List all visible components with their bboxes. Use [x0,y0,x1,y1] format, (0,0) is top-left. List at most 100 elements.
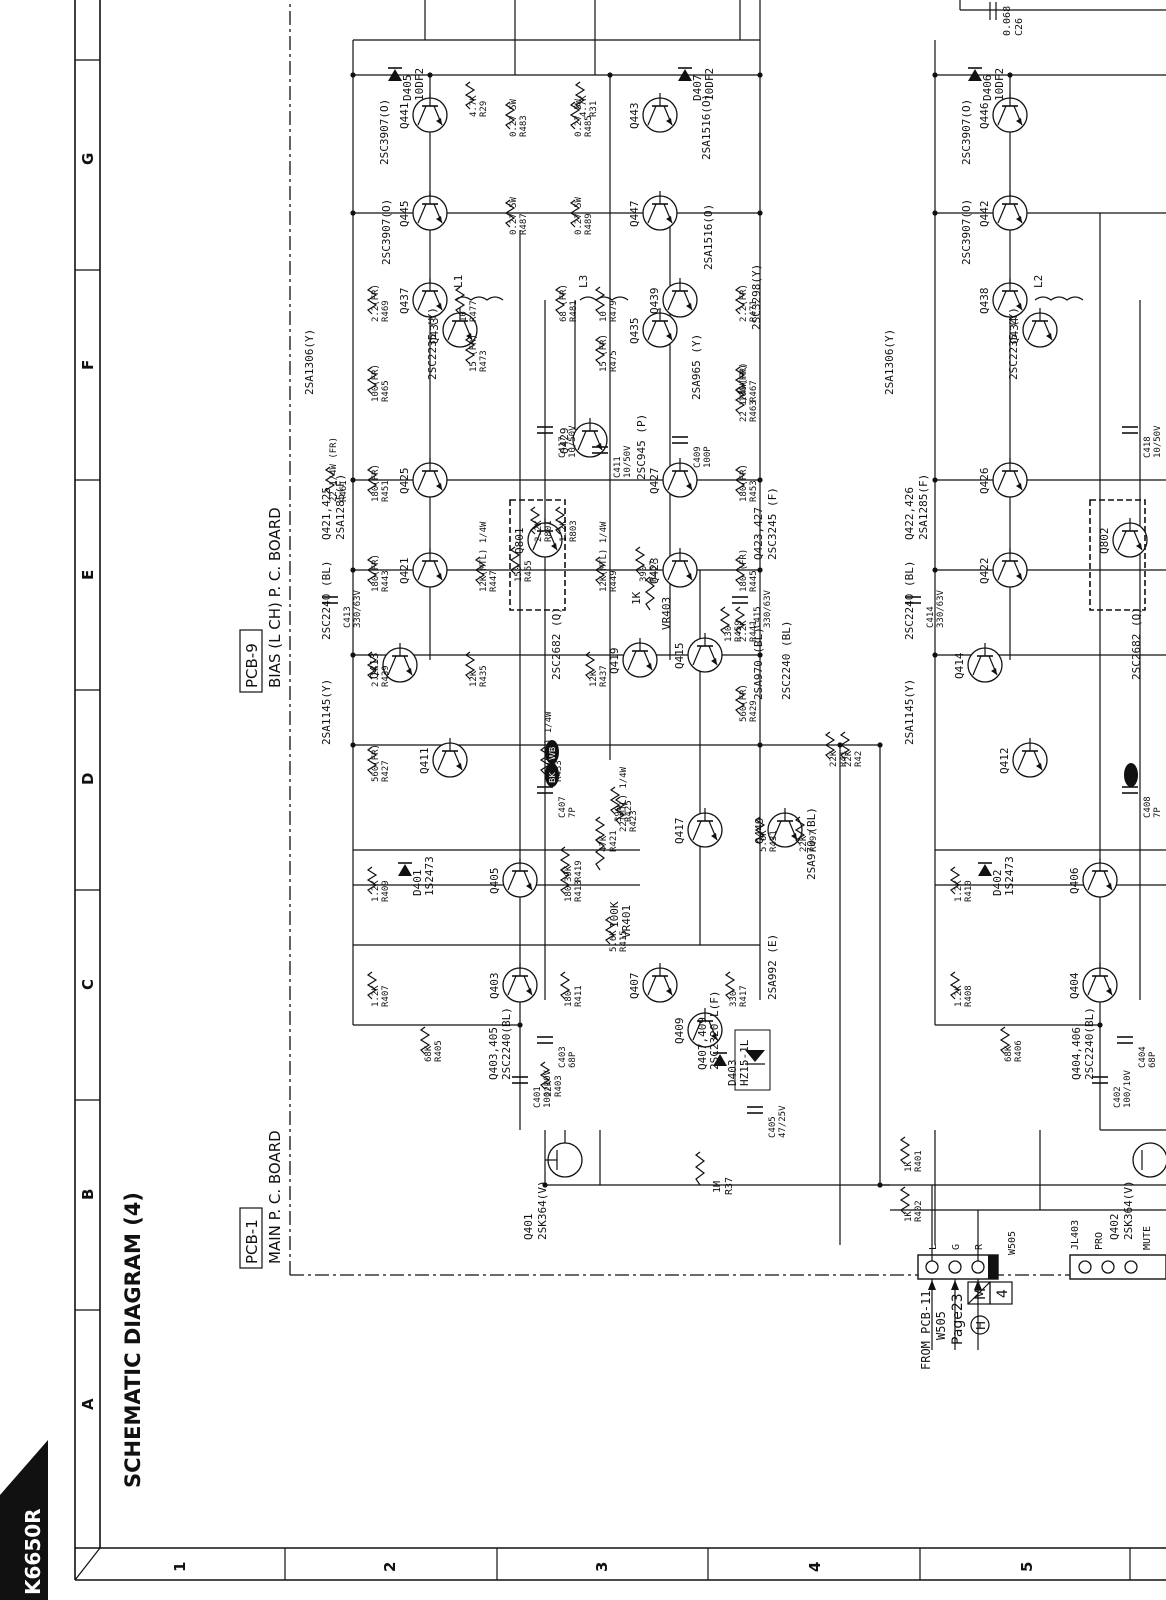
inductor-L2-label: L2 [1032,275,1045,288]
transistor-Q404: Q404 [1068,963,1118,1003]
transistor-Q422-ref: Q422 [978,558,991,585]
transistor-Q427-ref: Q427 [648,468,661,495]
pcb1-id: PCB-1 [243,1219,261,1264]
capacitor-C409-ref: C409 [693,446,703,468]
capacitor-C404-val: 68P [1148,1051,1158,1068]
transistor-Q438-ref: Q438 [978,288,991,315]
resistor-R417-val: 330 [729,991,739,1007]
jl403-label: JL403 [1070,1220,1081,1250]
transistor-Q447: Q447 [628,191,678,231]
resistor-R443-val: 180(FR) [371,554,381,592]
transistor-Q437-part: 2SA1306(Y) [303,329,316,395]
resistor-R409-val: 1.2K [371,880,381,902]
resistor-R405-ref: R405 [434,1040,444,1062]
resistor-R37-val: 1M [712,1181,723,1193]
resistor-R465-val: 100(FR) [371,364,381,402]
junction-dot [877,742,883,748]
transistor-Q802-part: 2SC2682 (Q) [1130,607,1143,680]
junction-dot [1097,1022,1103,1028]
resistor-R481-ref: R481 [569,300,579,322]
resistor-R471-val: 2.2(FR) [739,284,749,322]
resistor-R441-ref: R441 [749,620,759,642]
diode-D403-ref: D403 [726,1060,739,1087]
transistor-Q429: Q429 [558,418,608,458]
diode-D405-ref: D405 [401,75,414,102]
transistor-Q411-part: 2SA1145(Y) [320,679,333,745]
resistor-R455-val: 150 [514,566,524,582]
transistor-Q406: Q406 [1068,858,1118,898]
corner-tab: K6650R [0,1440,48,1600]
resistor-R431-ref: R431 [769,830,779,852]
capacitor-C401-ref: C401 [533,1086,543,1108]
transistor-Q417-part: 2SA992 (E) [766,934,779,1000]
transistor-Q437: Q437 [398,278,448,318]
marker-bk: BK [548,772,557,783]
diode-D407-ref: D407 [691,75,704,102]
transistor-Q435-part: 2SA965 (Y) [690,334,703,400]
from-page: Page23 [950,1293,966,1345]
resistor-R421-ref: R421 [609,830,619,852]
inductors: L1 L3 L2 [452,275,1084,301]
mute-connector-jl403[interactable]: JL403 PRO MUTE [1069,1220,1166,1280]
capacitor-C415-ref: C415 [753,606,763,628]
col-A: A [79,1398,97,1410]
transistor-Q404-part: Q404,406 [1070,1027,1083,1080]
resistor-R469-ref: R469 [381,300,391,322]
resistor-R801-val: 2.2K [534,520,544,542]
transistor-Q412-ref: Q412 [998,748,1011,775]
resistor-R487-val: 0.27 5W [509,196,519,235]
inductor-L2: L2 [1032,275,1084,301]
resistor-R449-ref: R449 [609,570,619,592]
transistor-Q438-part: 2SA1306(Y) [883,329,896,395]
pot-VR403-val: 1K [630,591,643,605]
junction-dot [350,477,356,483]
transistor-Q434-part: 2SC2235 (Y) [1007,307,1020,380]
transistor-Q439-part: 2SC3298(Y) [750,264,763,330]
resistor-R475-ref: R475 [609,350,619,372]
row-3: 3 [593,1562,611,1572]
junction-dot [542,1182,548,1188]
capacitor-C417-val: 10/50V [568,425,578,458]
resistor-R425-ref: R425 [624,800,634,822]
col-C: C [79,979,97,990]
capacitor-C402-val: 100/10V [1123,1069,1133,1108]
resistor-R439-val: 2.2K [371,665,381,687]
resistor-R463-val: 22 1/4W(FR) [739,362,749,422]
capacitor-C408-ref: C408 [1143,796,1153,818]
transistor-Q446: Q446 [978,93,1028,133]
transistor-Q403: Q403 [488,963,538,1003]
transistor-Q417-ref: Q417 [673,818,686,845]
resistor-R475-val: 15 (FR) [599,334,609,372]
marker-wb: WB [548,747,557,760]
resistor-R447-ref: R447 [489,570,499,592]
input-connector-w505[interactable]: L G R W505 [917,1185,1018,1350]
transistor-Q429-part: 2SC945 (P) [635,414,648,480]
resistor-R457-ref: R457 [649,560,659,582]
inductor-L1-label: L1 [452,275,465,288]
transistor-Q404-ref: Q404 [1068,972,1081,999]
junction-dot [757,210,763,216]
resistor-R427-val: 560(FR) [371,744,381,782]
diode-D403-part: HZ15-1L [738,1039,751,1086]
transistor-Q447-part: 2SA1516(O) [702,204,715,270]
inductor-L1: L1 [452,275,504,301]
resistor-R451-ref: R451 [381,480,391,502]
resistor-R459-ref: R459 [734,620,744,642]
resistor-R461-ref: R461 [339,480,349,502]
capacitor-C417-ref: C417 [558,436,568,458]
